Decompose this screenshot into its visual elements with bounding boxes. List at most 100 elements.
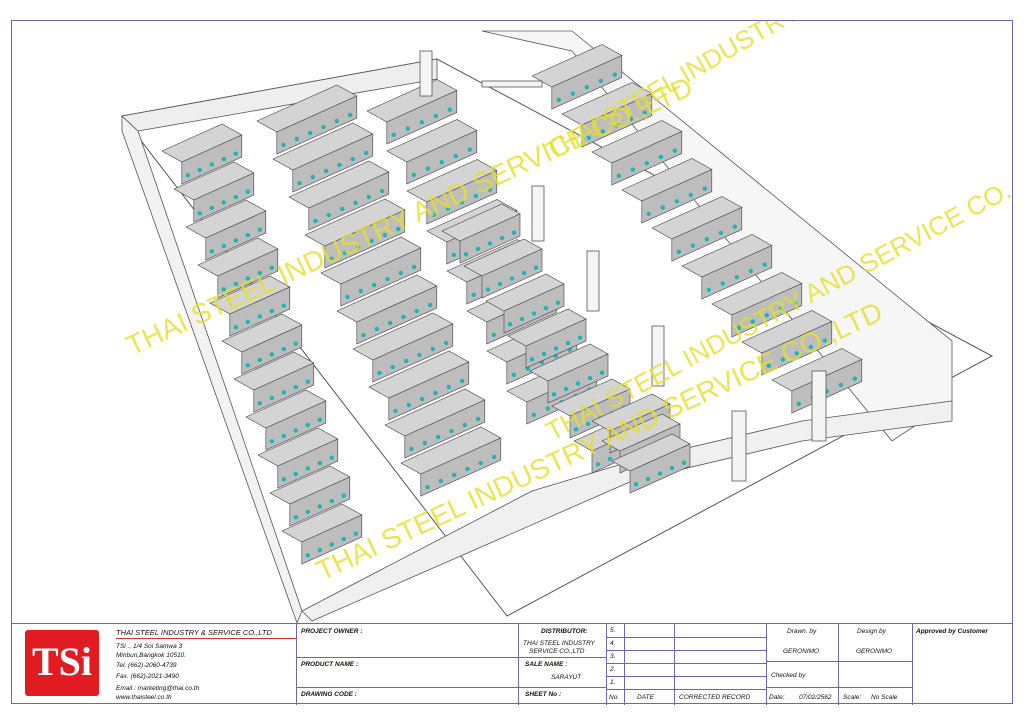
shelving-unit <box>221 313 303 375</box>
divider <box>607 650 767 651</box>
rack-handle-icon <box>507 322 513 327</box>
rack-handle-icon <box>718 230 723 236</box>
rack-handle-icon <box>281 477 286 482</box>
rack-handle-icon <box>577 335 583 340</box>
distributor-label: DISTRIBUTOR: <box>541 628 588 635</box>
rack-handle-icon <box>447 107 452 112</box>
drawing-sheet-border <box>11 20 1013 704</box>
rack-handle-icon <box>329 256 334 262</box>
divider <box>607 637 767 638</box>
rack-handle-icon <box>293 471 298 477</box>
rack-handle-icon <box>491 332 496 338</box>
rack-handle-icon <box>570 91 575 96</box>
rack-handle-icon <box>519 316 525 322</box>
rack-handle-icon <box>350 156 355 162</box>
design-by-value: GERONIMO <box>856 648 893 655</box>
rack-handle-icon <box>269 352 274 357</box>
shelving-unit <box>366 79 458 145</box>
rack-handle-icon <box>736 325 741 331</box>
approved-by-label: Approved by Customer <box>916 628 988 635</box>
rack-handle-icon <box>323 168 329 174</box>
rack-handle-icon <box>509 276 515 281</box>
title-block: TSi THAI STEEL INDUSTRY & SERVICE CO.,LT… <box>11 623 1013 705</box>
rack-handle-icon <box>451 252 456 258</box>
rack-handle-icon <box>471 292 476 298</box>
col-no-header: No. <box>609 694 620 701</box>
shelving-unit <box>173 161 255 223</box>
rack-handle-icon <box>762 262 767 267</box>
rack-handle-icon <box>391 132 396 138</box>
rack-handle-icon <box>533 265 539 270</box>
rack-handle-icon <box>310 174 315 180</box>
company-name: THAI STEEL INDUSTRY & SERVICE CO.,LTD <box>116 628 272 637</box>
rack-handle-icon <box>417 352 422 358</box>
rack-handle-icon <box>676 249 681 255</box>
rack-handle-icon <box>485 287 491 292</box>
rack-handle-icon <box>269 395 274 401</box>
project-owner-label: PROJECT OWNER : <box>301 628 363 635</box>
rack-handle-icon <box>433 390 438 396</box>
rack-handle-icon <box>702 186 707 191</box>
logo-text: TSi <box>31 639 93 684</box>
rack-handle-icon <box>233 194 238 200</box>
rack-handle-icon <box>459 378 465 384</box>
rack-handle-icon <box>545 406 550 411</box>
rack-handle-icon <box>411 172 416 178</box>
rack-handle-icon <box>563 386 569 392</box>
rack-handle-icon <box>366 194 371 200</box>
rack-handle-icon <box>371 282 377 288</box>
rack-handle-icon <box>555 300 561 305</box>
rack-handle-icon <box>599 370 605 375</box>
rack-handle-icon <box>221 156 226 162</box>
rack-handle-icon <box>257 401 262 406</box>
rack-handle-icon <box>339 206 345 212</box>
mobile-shelving-units <box>161 44 863 565</box>
rev-number: 5. <box>610 627 616 634</box>
rack-handle-icon <box>233 151 238 156</box>
rack-handle-icon <box>822 338 827 343</box>
rack-handle-icon <box>419 396 425 402</box>
rack-handle-icon <box>720 281 725 286</box>
rack-handle-icon <box>353 200 358 206</box>
rack-handle-icon <box>361 332 366 338</box>
rack-handle-icon <box>453 153 458 159</box>
rack-handle-icon <box>451 472 457 478</box>
rack-handle-icon <box>269 265 274 270</box>
rack-handle-icon <box>585 421 591 427</box>
rack-handle-icon <box>690 243 695 248</box>
rack-handle-icon <box>293 341 298 346</box>
rack-handle-icon <box>363 150 369 156</box>
shelving-unit <box>651 196 743 262</box>
rack-handle-icon <box>305 553 310 558</box>
rev-number: 1. <box>610 679 616 686</box>
rev-number: 2. <box>610 666 616 673</box>
rack-handle-icon <box>780 357 785 362</box>
rack-handle-icon <box>281 433 286 439</box>
rack-handle-icon <box>431 212 436 218</box>
shelving-unit <box>161 123 243 185</box>
rack-handle-icon <box>209 205 214 211</box>
rack-handle-icon <box>586 135 591 141</box>
rack-handle-icon <box>607 456 613 462</box>
shelving-unit <box>441 203 521 264</box>
company-tel: Tel. (662)-2060-4739 <box>116 662 177 669</box>
scale-label: Scale: <box>843 694 862 701</box>
rack-handle-icon <box>293 515 298 520</box>
scale-value: No Scale <box>871 694 898 701</box>
rack-handle-icon <box>792 300 797 305</box>
rack-handle-icon <box>337 162 342 168</box>
divider <box>297 657 607 658</box>
rack-handle-icon <box>317 417 322 422</box>
rack-handle-icon <box>329 455 334 460</box>
rack-handle-icon <box>838 382 843 388</box>
rack-handle-icon <box>681 460 687 465</box>
rev-number: 3. <box>610 653 616 660</box>
shelving-unit <box>463 238 543 299</box>
rack-handle-icon <box>305 379 310 384</box>
rack-handle-icon <box>465 466 470 472</box>
rack-handle-icon <box>612 72 617 77</box>
rack-handle-icon <box>674 199 679 204</box>
rack-handle-icon <box>616 173 621 179</box>
rack-handle-icon <box>305 509 310 515</box>
rack-handle-icon <box>221 287 226 292</box>
